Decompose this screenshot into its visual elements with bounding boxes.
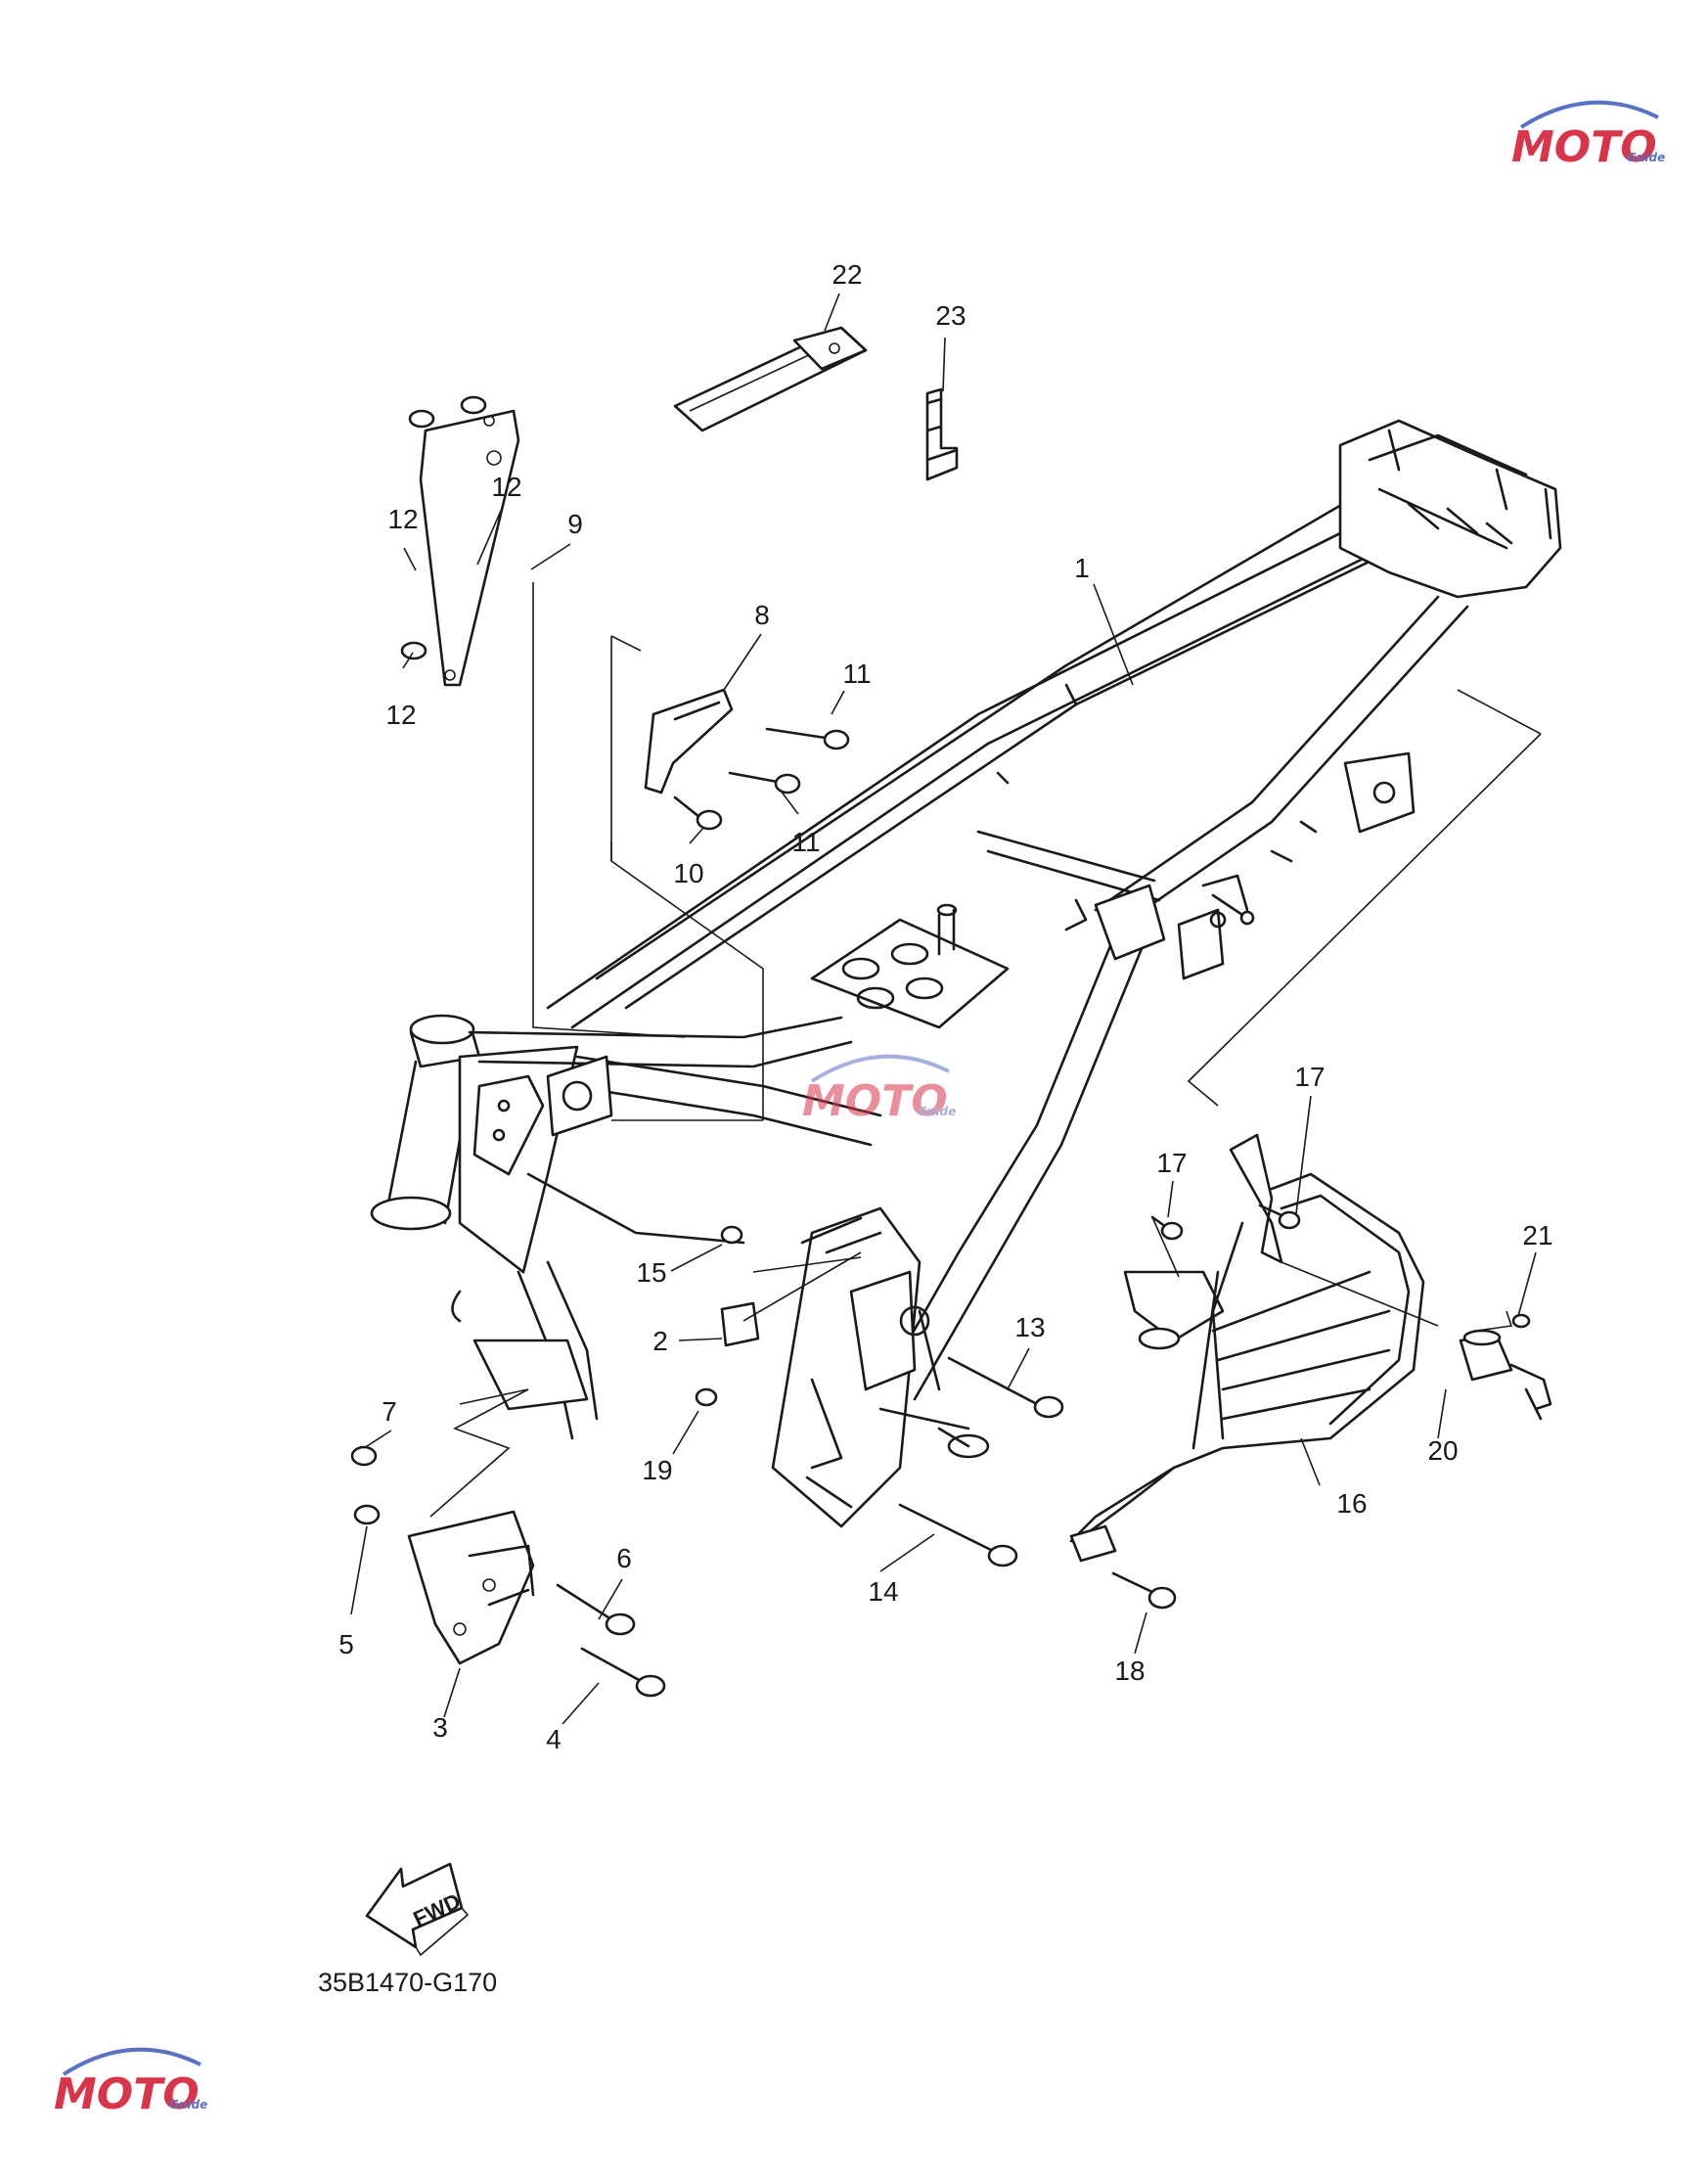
assembly-lines bbox=[429, 582, 1542, 1518]
watermark-text: MOTO bbox=[54, 2069, 200, 2119]
callout-10: 10 bbox=[673, 858, 703, 888]
part-8-bracket bbox=[644, 688, 734, 795]
callout-6: 6 bbox=[616, 1543, 632, 1573]
watermark-logo-bottom-left: MOTO Guide bbox=[54, 2047, 207, 2119]
callout-12b: 12 bbox=[491, 472, 521, 502]
callout-19: 19 bbox=[642, 1455, 672, 1485]
bolts-13-14 bbox=[898, 1356, 1064, 1567]
watermark-text: MOTO bbox=[802, 1076, 948, 1126]
callout-20: 20 bbox=[1427, 1435, 1458, 1466]
callout-12a: 12 bbox=[387, 504, 418, 534]
fwd-arrow: FWD bbox=[365, 1862, 470, 1957]
parts-2-15-19 bbox=[695, 1225, 760, 1407]
part-22-plate bbox=[673, 326, 868, 432]
callout-13: 13 bbox=[1014, 1312, 1045, 1342]
callout-11a: 11 bbox=[842, 659, 871, 689]
callout-23: 23 bbox=[935, 300, 966, 331]
callout-2: 2 bbox=[652, 1326, 668, 1356]
watermark-subtext: Guide bbox=[1627, 151, 1665, 164]
watermark-subtext: Guide bbox=[169, 2098, 207, 2112]
callout-7: 7 bbox=[382, 1396, 397, 1427]
callout-22: 22 bbox=[832, 259, 862, 290]
part-3-engine-bracket bbox=[407, 1510, 535, 1665]
callout-1: 1 bbox=[1074, 553, 1090, 583]
callout-11b: 11 bbox=[791, 827, 820, 857]
callout-4: 4 bbox=[546, 1724, 562, 1754]
callout-15: 15 bbox=[636, 1257, 666, 1288]
callout-labels: 1 2 3 4 5 6 7 8 9 10 11 11 12 12 12 13 1… bbox=[338, 259, 1552, 1754]
drawing-code: 35B1470-G170 bbox=[318, 1968, 497, 1997]
part-23-clip bbox=[925, 387, 959, 481]
watermark-subtext: Guide bbox=[918, 1105, 956, 1118]
watermark-text: MOTO bbox=[1511, 122, 1657, 172]
part-16-rear-carrier bbox=[1069, 1133, 1425, 1563]
watermark-logo-top-right: MOTO Guide bbox=[1511, 100, 1665, 172]
main-frame bbox=[370, 419, 1562, 1528]
callout-5: 5 bbox=[338, 1629, 354, 1659]
bolts-17-18 bbox=[1111, 1204, 1301, 1610]
callout-16: 16 bbox=[1336, 1488, 1367, 1519]
callout-12c: 12 bbox=[385, 700, 416, 730]
callout-8: 8 bbox=[754, 600, 770, 630]
callout-3: 3 bbox=[432, 1712, 448, 1743]
callout-14: 14 bbox=[868, 1576, 898, 1607]
callout-17a: 17 bbox=[1294, 1062, 1325, 1092]
callout-17b: 17 bbox=[1156, 1148, 1187, 1178]
nut-12 bbox=[400, 395, 487, 660]
callout-21: 21 bbox=[1522, 1220, 1552, 1250]
part-9-bracket bbox=[419, 409, 520, 687]
callout-18: 18 bbox=[1114, 1656, 1145, 1686]
bolts-10-11 bbox=[673, 727, 850, 831]
bolts-nuts-4-5-6-7 bbox=[350, 1445, 666, 1698]
watermark-logo-center: MOTO Guide bbox=[802, 1054, 956, 1126]
callout-leaders bbox=[350, 293, 1537, 1725]
callout-9: 9 bbox=[567, 509, 583, 539]
parts-20-21-lock bbox=[1459, 1313, 1552, 1421]
